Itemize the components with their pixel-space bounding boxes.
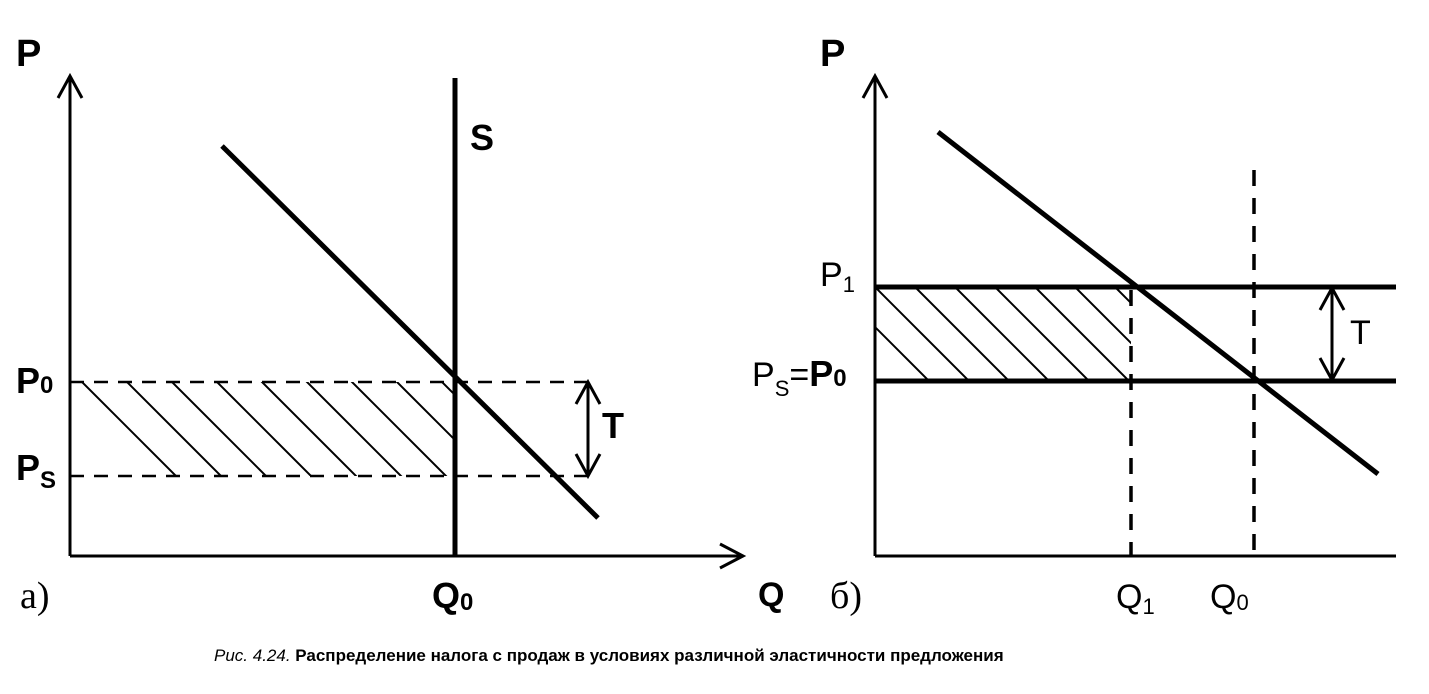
panel-b-q0-label: Q0 <box>1210 578 1249 616</box>
panel-a-p0-label: P0 <box>16 360 53 401</box>
figure-caption: Рис. 4.24. Распределение налога с продаж… <box>214 646 1004 665</box>
panel-a-axis-p-label: P <box>16 33 41 75</box>
panel-b-tax-arrow-head-bottom <box>1318 357 1346 384</box>
panel-a-q0-label: Q0 <box>432 575 473 616</box>
panel-a-tax-arrow-head-bottom <box>574 453 602 480</box>
panel-b-q1-label: Q1 <box>1116 578 1155 619</box>
panel-b-tax-label: T <box>1350 314 1371 352</box>
panel-a-supply-label: S <box>470 117 494 158</box>
panel-a-tax-burden-area <box>80 382 455 476</box>
panel-a-x-axis-arrow <box>719 542 747 570</box>
panel-a: P Q S T P0 PS Q0 а) <box>16 33 784 617</box>
panel-a-tax-label: T <box>602 405 624 446</box>
panel-a-tax-arrow-head-top <box>574 378 602 405</box>
panel-b-ps-p0-label: PS=P0 <box>752 353 847 401</box>
panel-b-tax-arrow-head-top <box>1318 284 1346 311</box>
panel-b-tax-burden-area <box>875 287 1131 381</box>
panel-a-ps-label: PS <box>16 447 56 494</box>
panel-a-y-axis-arrow <box>56 72 84 99</box>
panel-a-demand-curve <box>220 144 600 520</box>
panel-b-axis-p-label: P <box>820 33 845 75</box>
panel-b-demand-curve <box>936 130 1380 476</box>
panel-b-panel-label: б) <box>830 575 862 617</box>
panel-a-axis-q-label: Q <box>758 576 784 614</box>
panel-b-y-axis-arrow <box>861 72 889 99</box>
panel-b: P T P1 PS=P0 Q1 Q0 б) <box>752 33 1396 619</box>
panel-a-panel-label: а) <box>20 575 50 617</box>
panel-b-p1-label: P1 <box>820 256 855 297</box>
